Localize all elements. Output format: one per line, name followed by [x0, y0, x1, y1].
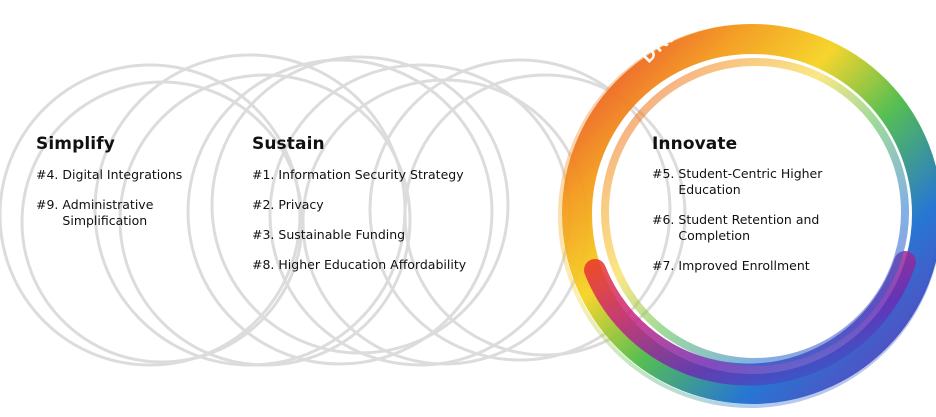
list-item: #3. Sustainable Funding	[252, 227, 532, 243]
list-item: #6. Student Retention and Completion	[652, 212, 862, 244]
ring-stroke-outer	[562, 24, 936, 404]
item-number: #1.	[252, 167, 275, 182]
background-ring	[186, 58, 494, 366]
ring-stroke-lower	[584, 251, 916, 386]
item-number: #2.	[252, 197, 275, 212]
column-heading: Innovate	[652, 134, 738, 154]
list-item: #9. Administrative Simplification	[36, 197, 226, 229]
item-text: Sustainable Funding	[278, 227, 406, 242]
item-number: #9.	[36, 197, 59, 212]
background-ring	[403, 73, 687, 357]
column-innovate: Innovate #5. Student-Centric Higher Educ…	[652, 134, 862, 288]
item-text: Student-Centric Higher Education	[678, 166, 823, 197]
list-item: #2. Privacy	[252, 197, 532, 213]
column-simplify: Simplify #4. Digital Integrations #9. Ad…	[36, 134, 226, 243]
background-ring	[368, 58, 672, 362]
item-text: Improved Enrollment	[678, 258, 810, 273]
item-number: #5.	[652, 166, 675, 181]
list-item: #1. Information Security Strategy	[252, 167, 532, 183]
item-text: Higher Education Affordability	[278, 257, 467, 272]
list-item: #7. Improved Enrollment	[652, 258, 862, 274]
item-number: #6.	[652, 212, 675, 227]
ring-stroke-edge	[558, 24, 936, 408]
list-item: #8. Higher Education Affordability	[252, 257, 532, 273]
item-number: #7.	[652, 258, 675, 273]
column-heading: Sustain	[252, 134, 325, 154]
list-item: #4. Digital Integrations	[36, 167, 226, 183]
column-heading: Simplify	[36, 134, 115, 154]
item-text: Student Retention and Completion	[678, 212, 820, 243]
item-text: Digital Integrations	[62, 167, 183, 182]
background-rings	[0, 53, 687, 367]
rainbow-ring	[558, 24, 936, 408]
background-ring	[0, 63, 302, 367]
column-sustain: Sustain #1. Information Security Strateg…	[252, 134, 532, 287]
item-number: #8.	[252, 257, 275, 272]
item-number: #3.	[252, 227, 275, 242]
background-ring	[118, 73, 412, 367]
item-number: #4.	[36, 167, 59, 182]
list-item: #5. Student-Centric Higher Education	[652, 166, 862, 198]
item-text: Administrative Simplification	[62, 197, 154, 228]
item-text: Information Security Strategy	[278, 167, 464, 182]
item-text: Privacy	[278, 197, 324, 212]
ring-stroke-inner	[601, 58, 909, 366]
